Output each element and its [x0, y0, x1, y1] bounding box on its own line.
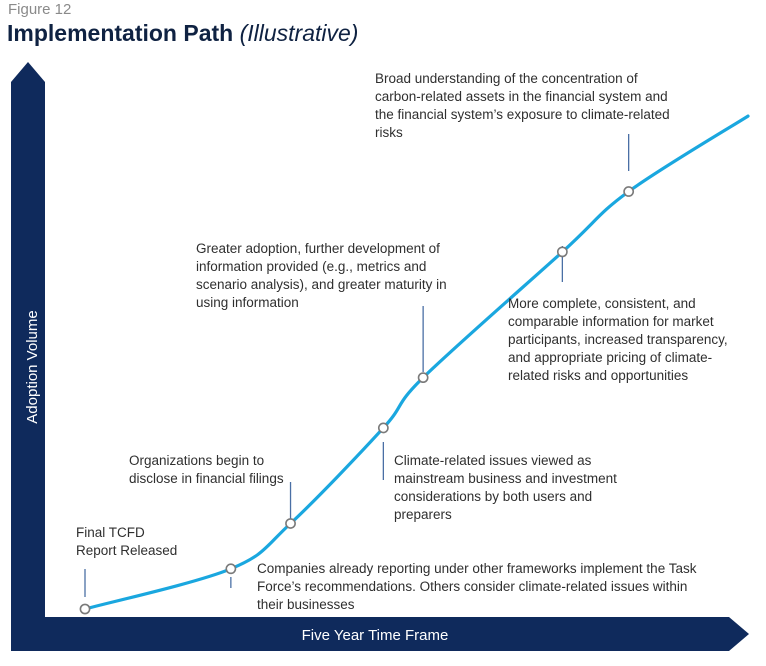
annotation-line: More complete, consistent, and — [508, 296, 696, 311]
annotation-line: the financial system’s exposure to clima… — [375, 107, 670, 122]
curve-marker — [285, 518, 296, 529]
figure-label: Figure 12 — [8, 1, 72, 18]
annotation-line: carbon-related assets in the financial s… — [375, 89, 668, 104]
annotation-line: Greater adoption, further development of — [196, 241, 440, 256]
annotation-line: information provided (e.g., metrics and — [196, 259, 427, 274]
annotation-line: using information — [196, 295, 299, 310]
annotation-text: More complete, consistent, and comparable… — [508, 295, 728, 385]
annotation-line: disclose in financial filings — [129, 471, 284, 486]
x-axis-arrow — [11, 617, 749, 651]
leader-lines — [84, 134, 630, 597]
annotation-line: scenario analysis), and greater maturity… — [196, 277, 447, 292]
annotation-line: Companies already reporting under other … — [257, 561, 697, 576]
curve-marker — [623, 186, 635, 197]
x-axis: Five Year Time Frame — [11, 617, 749, 651]
annotation-line: Report Released — [76, 543, 178, 558]
annotation-line: and appropriate pricing of climate- — [508, 350, 713, 365]
title-subtitle: (Illustrative) — [239, 20, 359, 46]
annotation-line: preparers — [394, 507, 452, 522]
annotation-line: related risks and opportunities — [508, 368, 689, 383]
annotation-text: Broad understanding of the concentration… — [375, 70, 670, 142]
page-title: Implementation Path (Illustrative) — [7, 20, 358, 47]
y-axis-arrow — [11, 62, 45, 650]
annotation-line: participants, increased transparency, — [508, 332, 728, 347]
y-axis-label: Adoption Volume — [24, 310, 41, 423]
annotation-text: Final TCFD Report Released — [76, 524, 177, 560]
title-main: Implementation Path — [7, 20, 234, 46]
annotation-text: Organizations begin to disclose in financ… — [129, 452, 284, 488]
annotation-text: Climate-related issues viewed as mainstre… — [394, 452, 617, 524]
curve-marker — [417, 372, 429, 384]
annotation-line: their businesses — [257, 597, 355, 612]
curve-markers — [79, 186, 635, 615]
annotation-line: considerations by both users and — [394, 489, 593, 504]
curve-marker — [225, 563, 237, 575]
x-axis-label: Five Year Time Frame — [302, 627, 449, 644]
curve-marker — [79, 603, 91, 615]
annotation-line: Force’s recommendations. Others consider… — [257, 579, 688, 594]
curve-marker — [377, 422, 389, 434]
y-axis: Adoption Volume — [11, 62, 45, 650]
annotation-text: Companies already reporting under other … — [257, 560, 696, 614]
annotation-line: Climate-related issues viewed as — [394, 453, 592, 468]
annotation-line: mainstream business and investment — [394, 471, 617, 486]
annotation-line: comparable information for market — [508, 314, 714, 329]
annotation-line: risks — [375, 125, 403, 140]
curve-marker — [556, 246, 568, 258]
annotation-line: Broad understanding of the concentration… — [375, 71, 638, 86]
annotation-text: Greater adoption, further development of… — [196, 240, 447, 312]
annotation-line: Final TCFD — [76, 525, 145, 540]
annotation-line: Organizations begin to — [129, 453, 265, 468]
